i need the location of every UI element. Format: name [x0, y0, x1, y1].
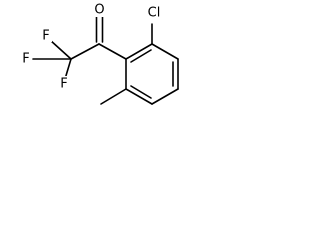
oxygen-atom-label: O	[94, 3, 104, 18]
fluorine-bottom-atom-label: F	[60, 77, 67, 92]
chlorine-atom-label: Cl	[148, 6, 161, 21]
fluorine-top-atom-label: F	[42, 29, 49, 44]
bonds	[32, 15, 179, 105]
ring-bond-2	[151, 43, 179, 60]
ring-inner-double-3	[130, 85, 152, 99]
ring-methyl-bond	[100, 88, 127, 105]
fluorine-left-atom-label: F	[22, 52, 29, 67]
ring-bond-4	[151, 88, 179, 105]
carbonyl-cf3-bond	[70, 43, 100, 60]
cf-bond-top	[49, 39, 72, 60]
ring-bond-5	[125, 88, 153, 105]
ring-inner-double-1	[130, 49, 152, 63]
cf-bond-bottom	[64, 58, 72, 80]
chemical-structure-diagram: O Cl F F F	[20, 2, 179, 105]
ring-bond-1	[125, 43, 153, 60]
carbonyl-ring-bond	[98, 43, 127, 60]
atom-labels: O Cl F F F	[20, 2, 163, 92]
